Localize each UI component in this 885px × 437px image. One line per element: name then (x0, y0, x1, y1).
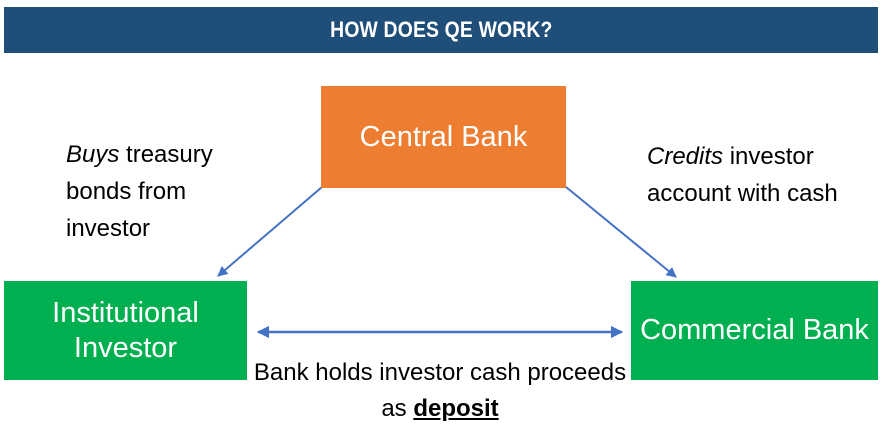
node-institutional-investor[interactable]: Institutional Investor (4, 281, 247, 380)
annotation-bottom-emphasis: deposit (413, 395, 499, 422)
annotation-right-rest: investor account with cash (647, 143, 838, 207)
annotation-left-rest: treasury bonds from investor (66, 141, 213, 242)
node-institutional-investor-label: Institutional Investor (52, 297, 199, 364)
node-central-bank[interactable]: Central Bank (321, 86, 566, 188)
header-banner: HOW DOES QE WORK? (4, 7, 878, 53)
annotation-right: Credits investor account with cash (647, 138, 877, 212)
annotation-left: Buys treasury bonds from investor (66, 136, 276, 247)
annotation-bottom-prefix: Bank holds investor cash proceeds as (253, 359, 627, 422)
annotation-left-emphasis: Buys (66, 141, 120, 168)
node-commercial-bank-label: Commercial Bank (640, 314, 869, 347)
page-title: HOW DOES QE WORK? (329, 17, 553, 42)
annotation-bottom: Bank holds investor cash proceeds as dep… (250, 355, 630, 427)
node-central-bank-label: Central Bank (359, 120, 528, 153)
annotation-right-emphasis: Credits (647, 143, 724, 170)
node-commercial-bank[interactable]: Commercial Bank (631, 281, 878, 380)
